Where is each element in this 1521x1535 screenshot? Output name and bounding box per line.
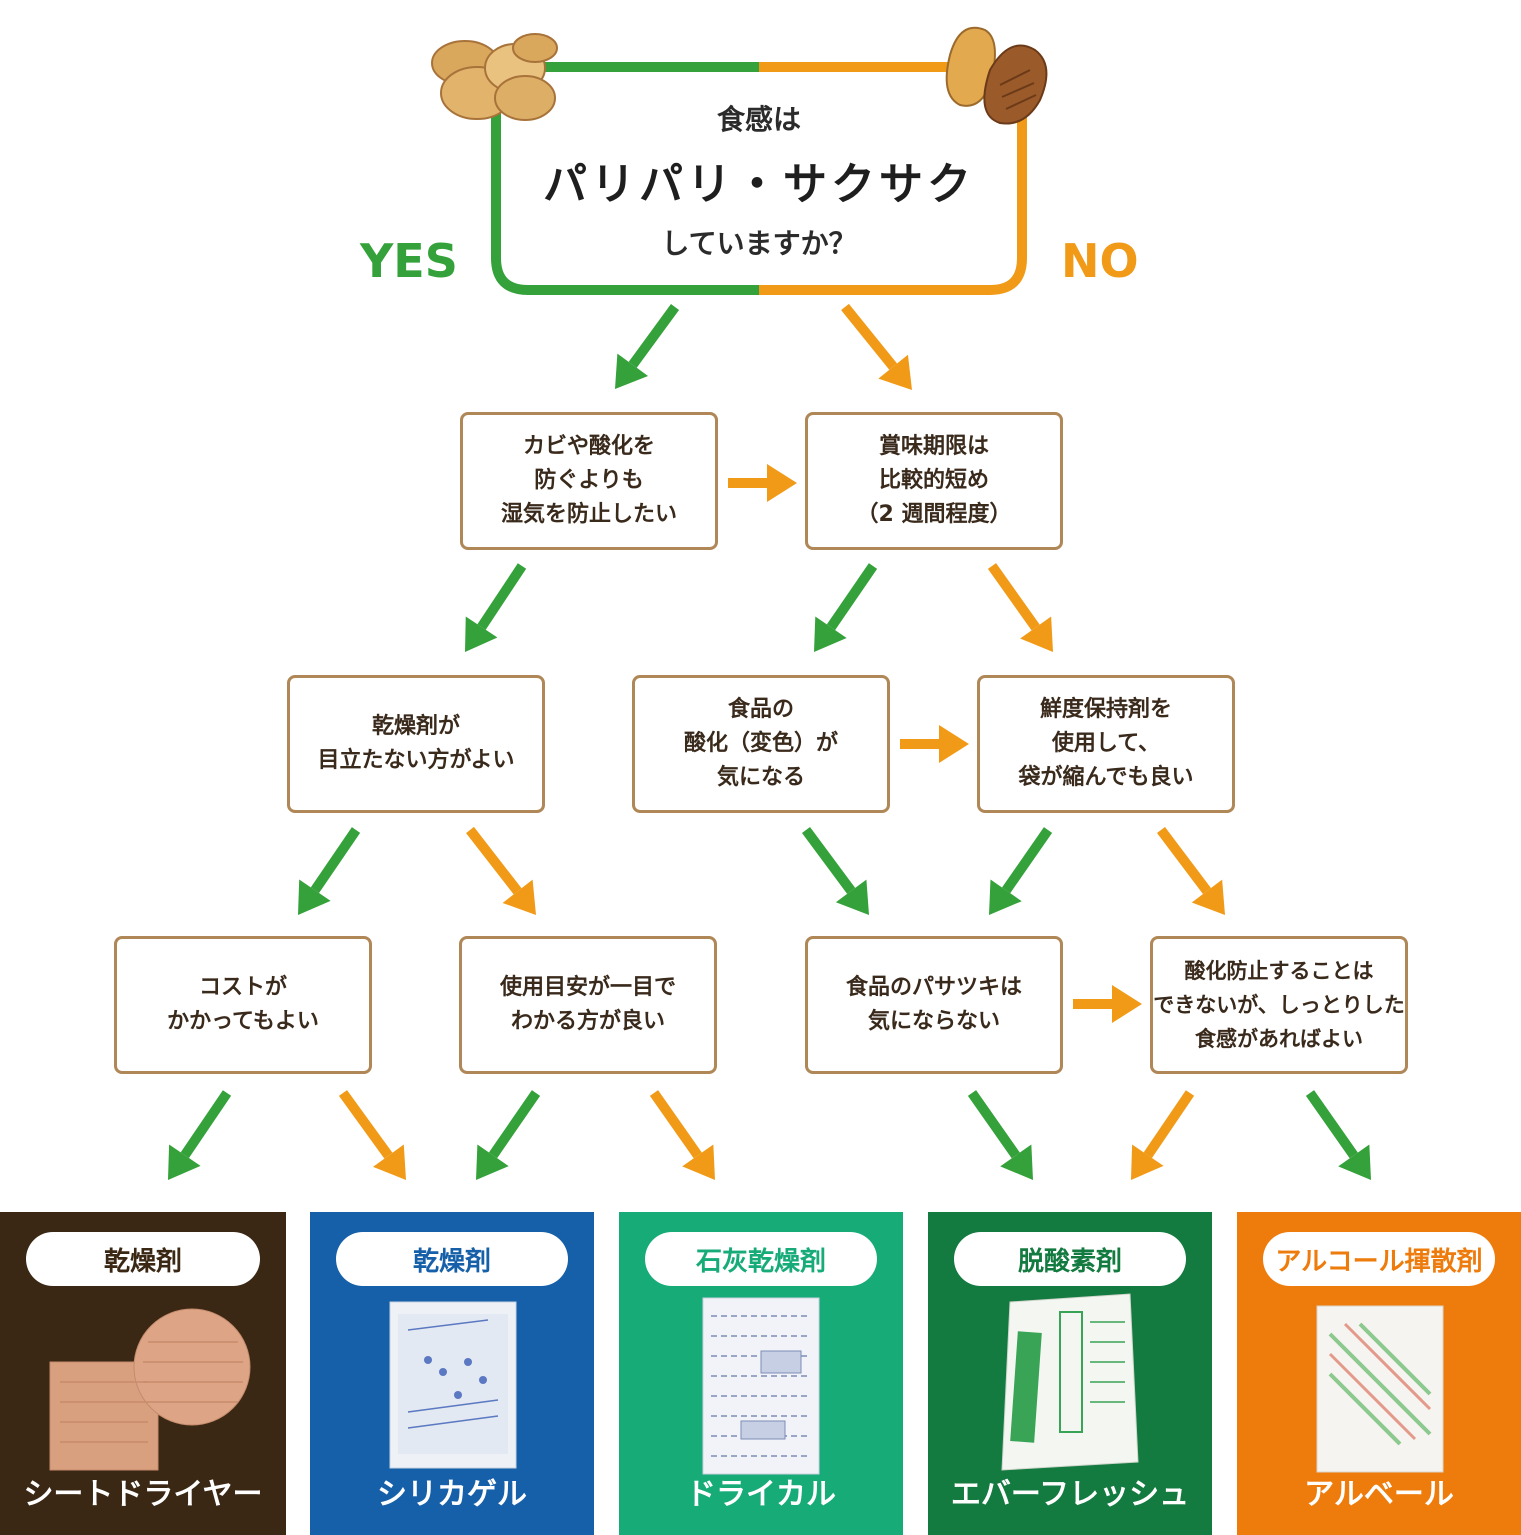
flow-arrow-head [615,353,649,389]
product-panel-sheet-dryer[interactable]: 乾燥剤 シートドライヤー [0,1212,286,1535]
madeleines-illustration [945,26,1048,125]
question-box-line: 使用目安が一目で [499,975,676,1000]
flow-arrow-shaft [841,303,898,370]
drycal-packet-image [702,1297,820,1475]
flow-arrow-head [682,1144,715,1180]
flow-arrow-head [989,879,1022,915]
question-box-line: 酸化防止することは [1184,959,1374,983]
flow-arrow-shaft [826,563,878,631]
flow-arrow-shaft [801,827,856,894]
product-name: エバーフレッシュ [950,1477,1190,1512]
flow-arrow-head [1000,1144,1033,1180]
product-name: シリカゲル [377,1477,527,1512]
product-name: アルベール [1304,1477,1454,1512]
flow-arrow-head [168,1144,201,1180]
no-label: NO [1061,234,1139,288]
flow-arrow-head [1112,985,1142,1023]
flow-arrow-head [298,879,331,915]
product-panel-drycal[interactable]: 石灰乾燥剤 ドライカル [619,1212,903,1535]
product-category-tag: 石灰乾燥剤 [645,1232,877,1286]
flow-arrow-shaft [1305,1090,1358,1159]
flow-arrow-shaft [180,1090,232,1158]
flow-arrow-head [939,725,969,763]
question-box-moisture: カビや酸化を 防ぐよりも 湿気を防止したい [460,412,718,550]
flow-arrow-shaft [628,304,680,368]
everfresh-packet-image [1001,1293,1139,1471]
question-box-line: 賞味期限は [878,434,989,459]
product-panel-everfresh[interactable]: 脱酸素剤 エバーフレッシュ [928,1212,1212,1535]
question-box-line: コストが [198,975,287,1000]
question-box-dryness: 食品のパサツキは 気にならない [805,936,1063,1074]
question-box-line: 食感があればよい [1195,1027,1363,1051]
flow-arrow-head [835,879,869,915]
flow-arrow-shaft [1157,826,1211,895]
flow-arrow-shaft [1143,1090,1195,1158]
question-box-cost: コストが かかってもよい [114,936,372,1074]
product-category-tag: 脱酸素剤 [954,1232,1186,1286]
question-box-line: 湿気を防止したい [500,502,677,527]
top-question: 食感は パリパリ・サクサク していますか？ [500,100,1018,260]
question-box-line: できないが、しっとりした [1153,993,1405,1017]
flow-arrow-shaft [649,1090,702,1159]
flow-arrow-shaft [488,1090,541,1159]
question-box-line: 乾燥剤が [371,714,460,739]
question-box-line: 鮮度保持剤を [1039,697,1172,722]
question-box-expiry: 賞味期限は 比較的短め （2 週間程度） [805,412,1063,550]
question-box-oxidation: 食品の 酸化（変色）が 気になる [632,675,890,813]
question-box-line: （2 週間程度） [856,502,1012,527]
product-category-tag: アルコール揮散剤 [1263,1232,1495,1286]
question-box-line: 袋が縮んでも良い [1018,765,1194,790]
question-box-line: 比較的短め [878,468,989,493]
flow-arrow-head [1191,879,1225,915]
flow-arrow-shaft [1001,827,1053,894]
question-box-line: 食品の [727,697,794,722]
crackers-illustration [431,33,558,121]
question-box-bag-shrink: 鮮度保持剤を 使用して、 袋が縮んでも良い [977,675,1235,813]
product-category-tag: 乾燥剤 [336,1232,568,1286]
yes-label: YES [360,234,458,288]
product-name: シートドライヤー [23,1477,263,1512]
question-box-line: かかってもよい [167,1009,319,1034]
product-name: ドライカル [686,1477,836,1512]
flow-arrow-head [814,616,847,652]
question-box-line: カビや酸化を [522,434,655,459]
flow-arrow-shaft [338,1090,393,1159]
flow-arrow-head [1131,1144,1164,1180]
question-box-line: 目立たない方がよい [317,748,515,773]
top-question-line3: していますか？ [661,227,857,260]
question-box-inconspicuous: 乾燥剤が 目立たない方がよい [287,675,545,813]
flow-arrow-head [1338,1144,1371,1180]
flow-arrow-head [373,1144,406,1180]
flow-arrow-head [476,1144,509,1180]
top-question-line1: 食感は [716,103,801,136]
flow-arrow-shaft [477,563,527,630]
question-box-line: 使用して、 [1051,731,1161,756]
question-box-line: わかる方が良い [510,1009,665,1034]
flow-arrow-head [465,616,498,652]
flow-arrow-shaft [987,563,1040,631]
question-box-line: 酸化（変色）が [683,731,838,756]
flow-arrow-head [878,354,912,390]
question-box-line: 気にならない [867,1009,1000,1034]
question-box-line: 食品のパサツキは [845,975,1022,1000]
product-panel-alveel[interactable]: アルコール揮散剤 アルベール [1237,1212,1521,1535]
question-box-usage-indicator: 使用目安が一目で わかる方が良い [459,936,717,1074]
flow-arrow-shaft [310,827,361,894]
silica-gel-packet-image [389,1301,517,1469]
alveel-packet-image [1316,1305,1444,1473]
flow-arrow-head [1020,616,1053,652]
product-category-tag: 乾燥剤 [26,1232,260,1286]
flow-arrow-shaft [466,826,522,895]
question-box-moist-texture: 酸化防止することは できないが、しっとりした 食感があればよい [1150,936,1408,1074]
flow-arrow-head [767,464,797,502]
product-panel-silica-gel[interactable]: 乾燥剤 シリカゲル [310,1212,594,1535]
flow-arrow-shaft [967,1090,1020,1159]
flow-arrow-head [502,879,536,915]
question-box-line: 防ぐよりも [534,468,644,493]
top-question-line2: パリパリ・サクサク [543,159,975,210]
sheet-dryer-image [49,1308,251,1471]
question-box-line: 気になる [716,765,805,790]
